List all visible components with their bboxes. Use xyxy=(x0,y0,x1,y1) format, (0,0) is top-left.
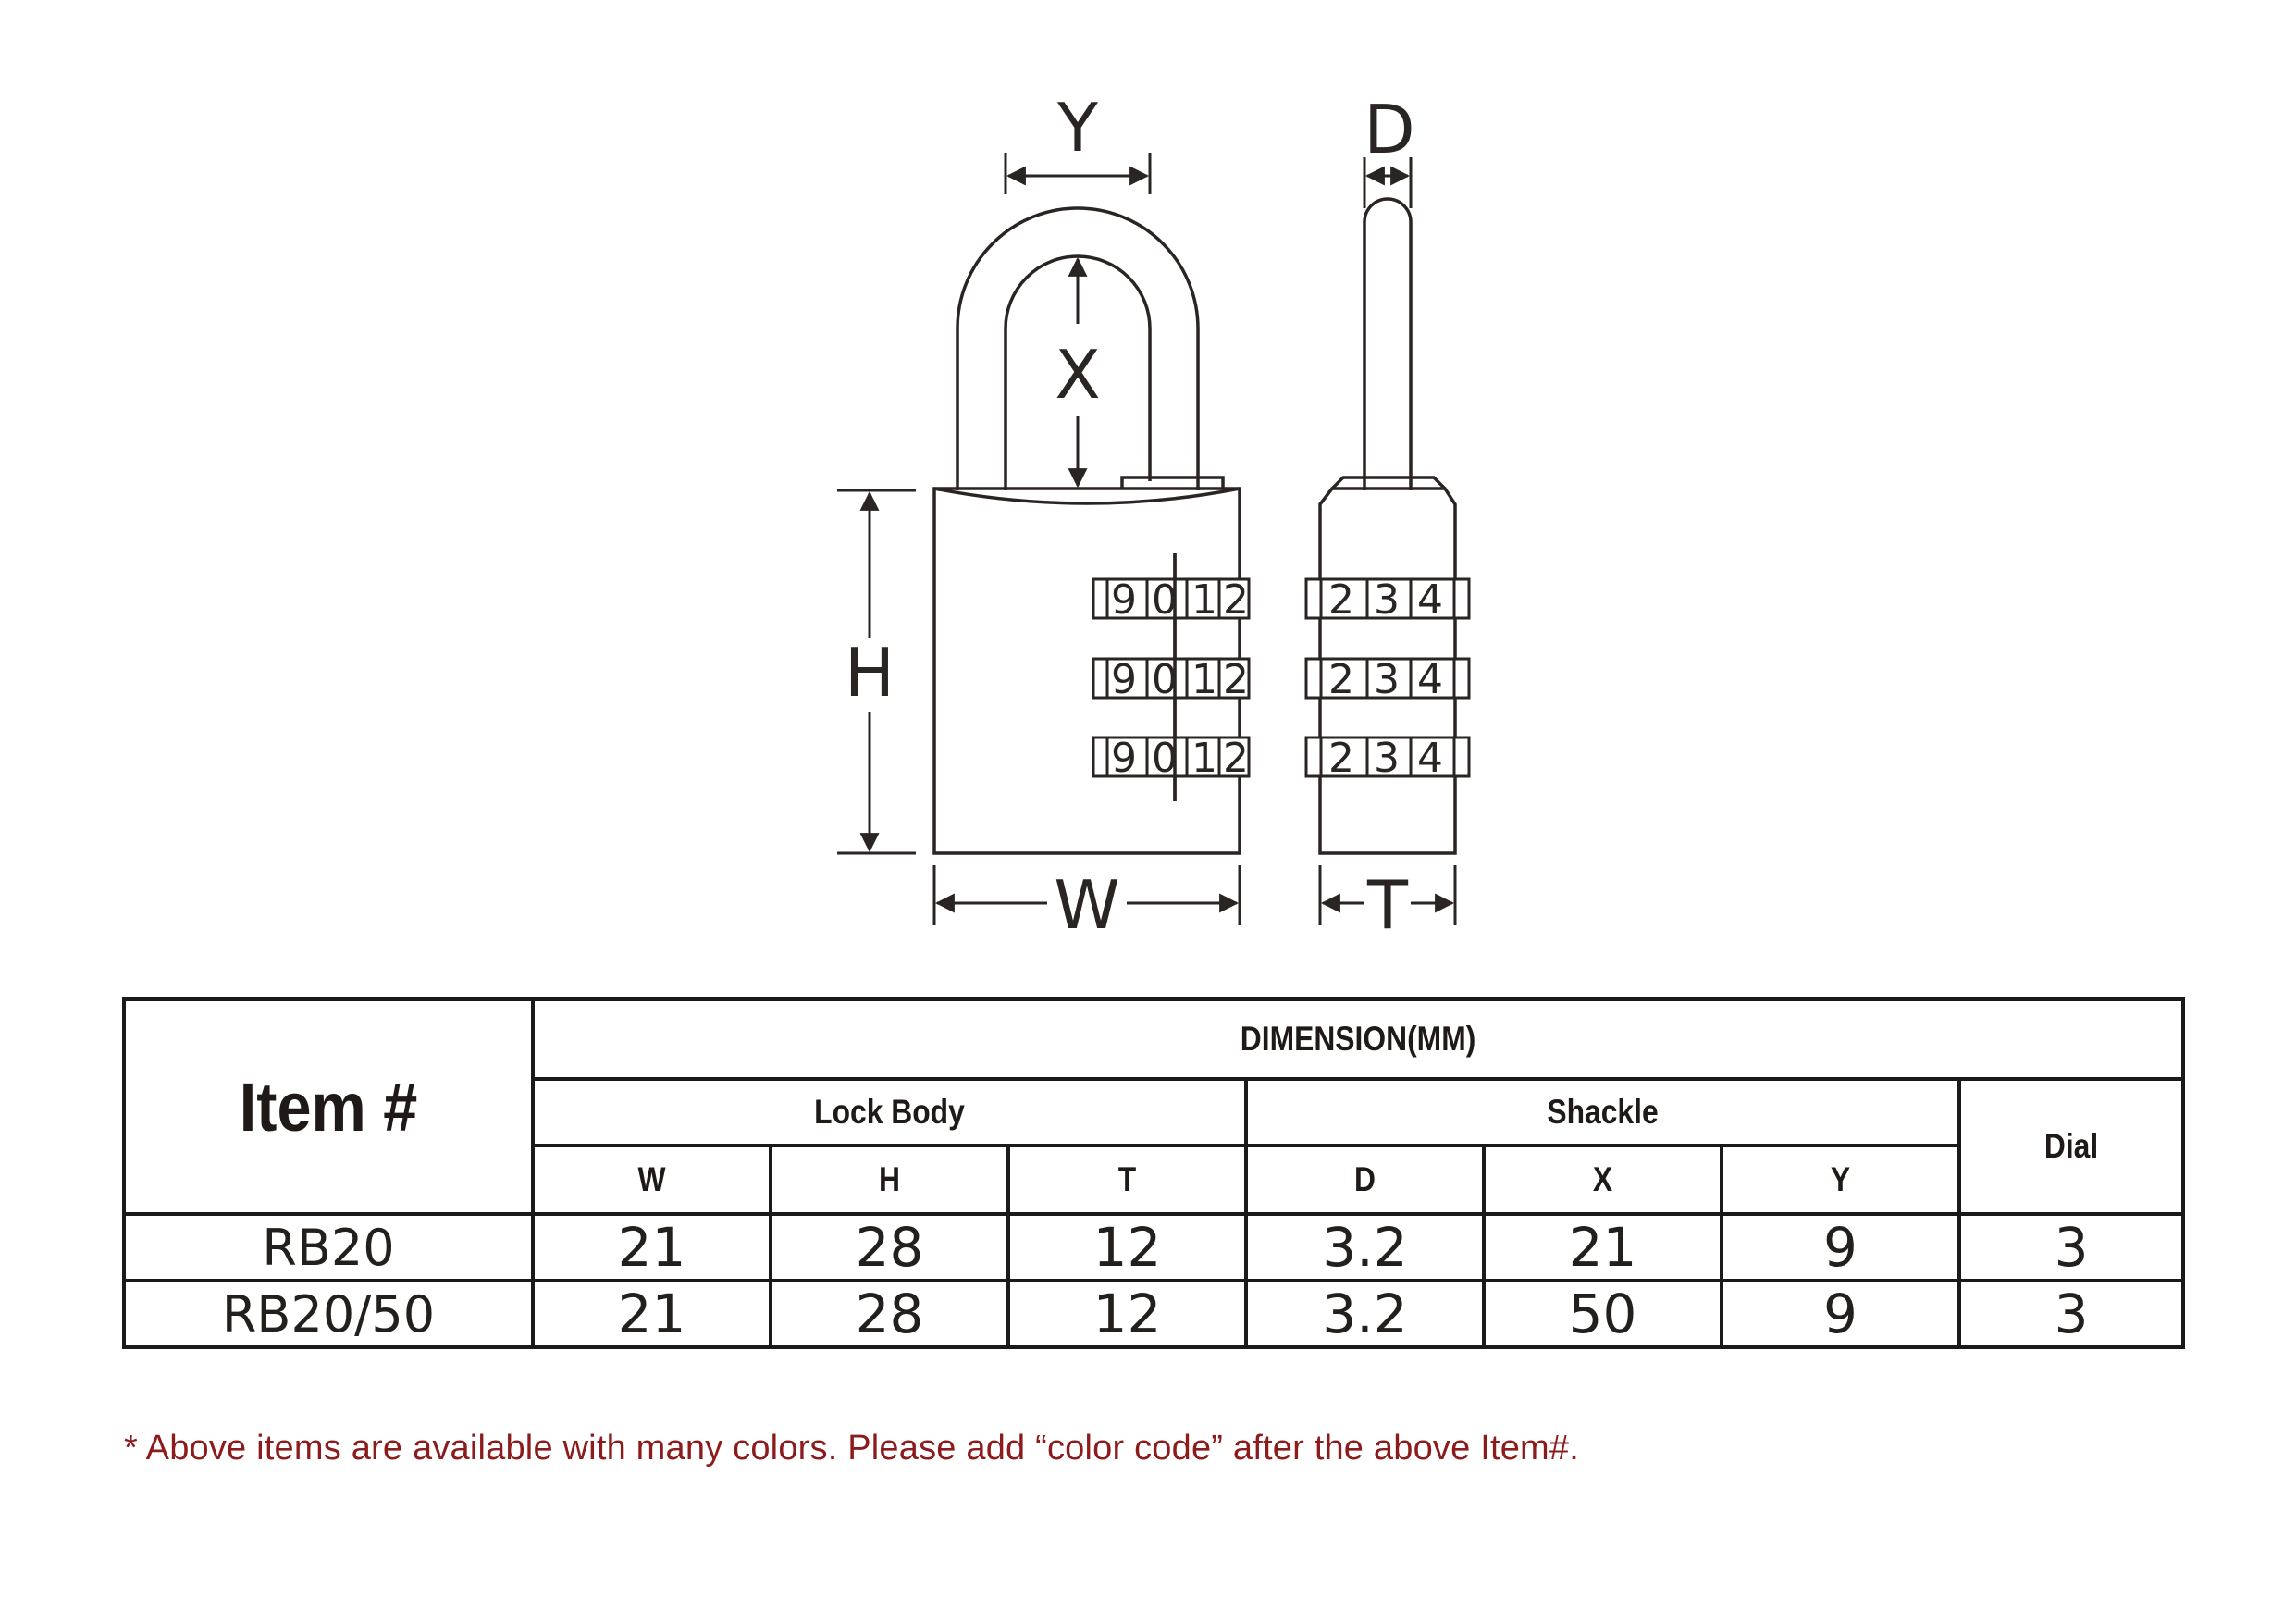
side-view xyxy=(1318,197,1457,855)
value-cell-d: 3.2 xyxy=(1244,1279,1486,1349)
front-dial1-digit: 9 xyxy=(1111,576,1137,624)
side-dial1-digit: 2 xyxy=(1328,576,1354,624)
value-cell-t: 12 xyxy=(1006,1279,1248,1349)
column-header-x: X xyxy=(1499,1144,1707,1216)
table-row: RB20 21 28 12 3.2 21 9 3 xyxy=(122,1212,2186,1282)
value-cell-t: 12 xyxy=(1006,1212,1248,1282)
label-x: X xyxy=(1055,336,1100,414)
front-dial2-digit: 2 xyxy=(1223,656,1249,703)
value-cell-d: 3.2 xyxy=(1244,1212,1486,1282)
side-dial1-digit: 4 xyxy=(1417,576,1443,624)
label-w: W xyxy=(1054,866,1119,944)
front-dial1-digit: 1 xyxy=(1191,576,1217,624)
column-header-d: D xyxy=(1261,1144,1469,1216)
side-lock-body xyxy=(1318,487,1457,855)
shackle-header: Shackle xyxy=(1294,1077,1911,1147)
front-dial2-digit: 9 xyxy=(1111,656,1137,703)
value-cell-dial: 3 xyxy=(1957,1212,2186,1282)
front-lock-body xyxy=(932,487,1241,855)
side-dials: 2 3 4 2 3 4 2 3 4 xyxy=(1304,576,1471,782)
front-dial2-digit: 1 xyxy=(1191,656,1217,703)
side-shackle-collar xyxy=(1330,476,1447,490)
side-dial2-digit: 3 xyxy=(1374,656,1400,703)
front-shackle-inner xyxy=(1004,254,1152,490)
side-dial3-digit: 2 xyxy=(1328,735,1354,782)
side-dial3-digit: 3 xyxy=(1374,735,1400,782)
side-dial3-digit: 4 xyxy=(1417,735,1443,782)
value-cell-x: 21 xyxy=(1482,1212,1723,1282)
value-cell-y: 9 xyxy=(1720,1212,1961,1282)
value-cell-h: 28 xyxy=(769,1279,1010,1349)
value-cell-y: 9 xyxy=(1720,1279,1961,1349)
front-dial3-digit: 9 xyxy=(1111,735,1137,782)
column-header-y: Y xyxy=(1736,1144,1944,1216)
value-cell-w: 21 xyxy=(531,1279,772,1349)
color-footnote: * Above items are available with many co… xyxy=(124,1429,1579,1468)
side-dial1-digit: 3 xyxy=(1374,576,1400,624)
value-cell-x: 50 xyxy=(1482,1279,1723,1349)
side-dial2-digit: 4 xyxy=(1417,656,1443,703)
label-t: T xyxy=(1366,866,1409,944)
front-shackle-collar xyxy=(1120,476,1225,489)
label-d: D xyxy=(1364,91,1414,168)
front-dials: 9 0 1 2 9 0 1 2 9 0 1 2 xyxy=(1092,553,1251,801)
dimension-header: DIMENSION(MM) xyxy=(647,997,2069,1081)
dial-header: Dial xyxy=(1973,1077,2169,1216)
dimension-table: Item # DIMENSION(MM) Lock Body Shackle D… xyxy=(122,997,2186,1349)
column-header-t: T xyxy=(1023,1144,1231,1216)
front-body-curve xyxy=(933,487,1241,505)
table-row: RB20/50 21 28 12 3.2 50 9 3 xyxy=(122,1279,2186,1349)
label-y: Y xyxy=(1056,89,1099,167)
item-header: Item # xyxy=(142,997,514,1216)
front-dial3-digit: 2 xyxy=(1223,735,1249,782)
value-cell-dial: 3 xyxy=(1957,1279,2186,1349)
value-cell-w: 21 xyxy=(531,1212,772,1282)
item-cell: RB20/50 xyxy=(122,1279,535,1349)
front-dial1-digit: 2 xyxy=(1223,576,1249,624)
column-header-w: W xyxy=(548,1144,756,1216)
side-shackle xyxy=(1363,197,1413,490)
dimension-labels: Y X H W D T xyxy=(845,89,1415,944)
column-header-h: H xyxy=(785,1144,994,1216)
value-cell-h: 28 xyxy=(769,1212,1010,1282)
padlock-dimension-drawing: 9 0 1 2 9 0 1 2 9 0 1 2 xyxy=(837,89,1471,944)
item-cell: RB20 xyxy=(122,1212,535,1282)
front-dial3-digit: 1 xyxy=(1191,735,1217,782)
dimension-lines xyxy=(837,153,1457,925)
label-h: H xyxy=(845,634,895,712)
lock-body-header: Lock Body xyxy=(581,1077,1198,1147)
side-dial2-digit: 2 xyxy=(1328,656,1354,703)
front-shackle-outer xyxy=(956,206,1200,490)
